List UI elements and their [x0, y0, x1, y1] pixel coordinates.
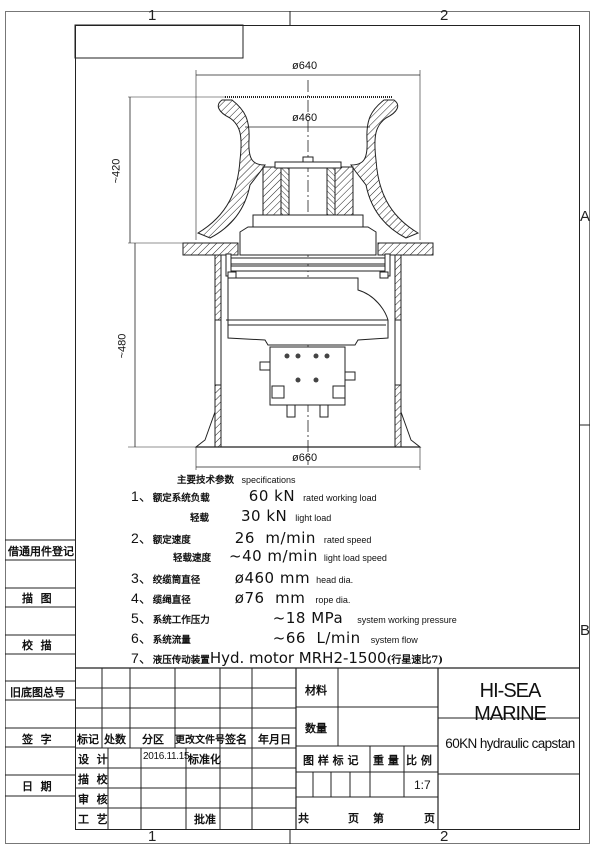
scale-value: 1:7 — [414, 778, 431, 792]
dim-head-diameter: ø460 — [292, 112, 318, 124]
inner-border — [75, 25, 580, 830]
rev-header-change-doc: 更改文件号 — [175, 735, 225, 746]
dim-top-diameter: ø640 — [292, 60, 318, 72]
rev-header-sign: 签名 — [225, 733, 247, 746]
weight-label: 重 量 — [373, 754, 399, 767]
zone-column-1-bottom: 1 — [148, 828, 157, 845]
material-label: 材料 — [305, 684, 327, 697]
rev-row-review-label: 审 核 — [78, 793, 108, 806]
rev-header-count: 处数 — [104, 733, 126, 746]
rev-row-standardization-label: 标准化 — [188, 753, 221, 766]
drawing-mark-label: 图 样 标 记 — [303, 754, 359, 767]
zone-row-a: A — [580, 208, 591, 225]
page-total-label: 共 — [298, 812, 309, 825]
zone-row-b: B — [580, 622, 591, 639]
zone-column-2-bottom: 2 — [440, 828, 449, 845]
dim-base-diameter: ø660 — [292, 452, 318, 464]
side-label-old-drawing-no: 旧底图总号 — [10, 686, 65, 699]
rev-row-process-label: 工 艺 — [78, 813, 108, 826]
rev-header-date: 年月日 — [258, 733, 291, 746]
dim-upper-height: ~420 — [110, 158, 123, 184]
quantity-label: 数量 — [305, 722, 327, 735]
side-label-date: 日 期 — [22, 780, 52, 793]
dim-lower-height: ~480 — [116, 333, 129, 359]
side-label-tracing: 描 图 — [22, 592, 52, 605]
zone-column-2-top: 2 — [440, 7, 449, 24]
page-unit-label-2: 页 — [424, 812, 435, 825]
product-name: 60KN hydraulic capstan — [445, 736, 575, 751]
scale-label: 比 例 — [406, 754, 432, 767]
rev-row-approval-label: 批准 — [194, 813, 216, 826]
specifications-title: 主要技术参数 specifications — [177, 475, 296, 486]
rev-row-trace-check-label: 描 校 — [78, 773, 108, 786]
side-label-trace-check: 校 描 — [22, 639, 52, 652]
rev-header-mark: 标记 — [77, 733, 99, 746]
side-label-common-parts: 借通用件登记 — [8, 545, 74, 558]
outer-border — [5, 11, 590, 844]
zone-column-1-top: 1 — [148, 7, 157, 24]
page-number-label: 第 — [373, 812, 384, 825]
page-unit-label: 页 — [348, 812, 359, 825]
side-label-signature: 签 字 — [22, 733, 52, 746]
spec-item-7: 7、液压传动装置Hyd. motor MRH2-1500(行星速比7) — [131, 649, 444, 667]
rev-row-design-label: 设 计 — [78, 753, 108, 766]
rev-row-design-date: 2016.11.15 — [143, 751, 190, 762]
rev-header-zone: 分区 — [142, 733, 164, 746]
company-name: HI-SEA MARINE — [474, 680, 547, 725]
